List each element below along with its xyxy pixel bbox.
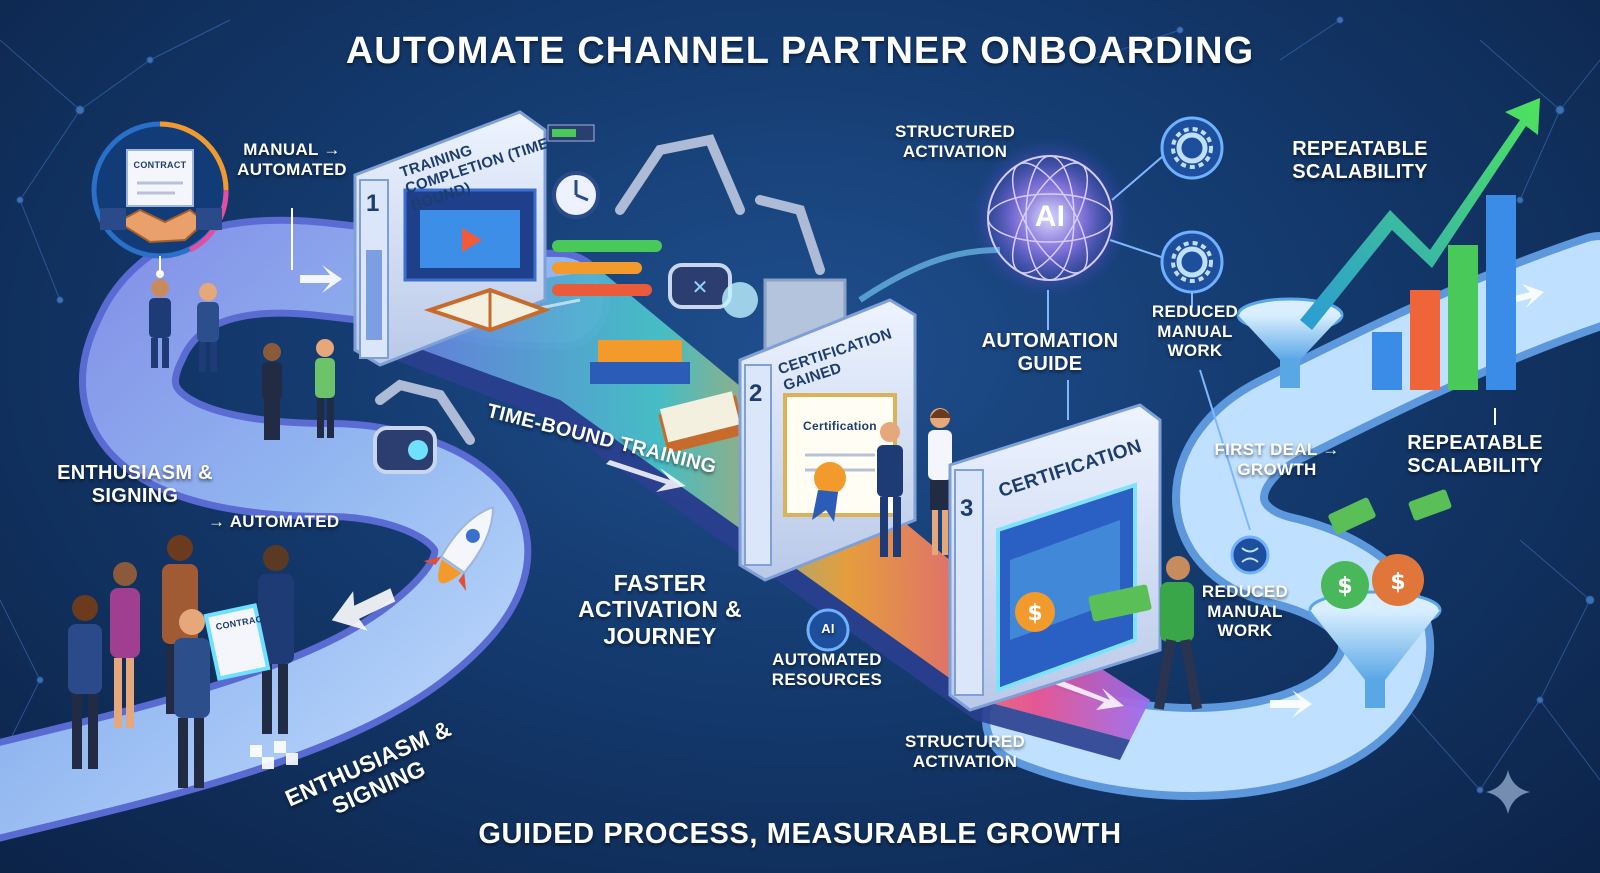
ai-small-icon <box>806 608 850 652</box>
gate-2 <box>738 298 917 582</box>
gate-2-number: 2 <box>749 380 763 407</box>
page-subtitle: GUIDED PROCESS, MEASURABLE GROWTH <box>478 818 1122 850</box>
ai-badge: AI <box>1034 200 1066 233</box>
gate-3: $ <box>948 403 1162 712</box>
repeatable-scalability-top-label: REPEATABLE SCALABILITY <box>1292 138 1428 183</box>
automation-guide-label: AUTOMATION GUIDE <box>981 330 1119 375</box>
sparkle-icon <box>1486 770 1530 814</box>
dollar-icon <box>1015 592 1055 632</box>
svg-text:✕: ✕ <box>692 275 709 299</box>
gear-icon <box>1160 230 1224 294</box>
faster-activation-label: FASTER ACTIVATION & JOURNEY <box>578 570 742 649</box>
partners-handshake <box>149 279 335 440</box>
structured-activation-bottom-label: STRUCTURED ACTIVATION <box>904 732 1026 771</box>
partner-with-cash <box>1088 556 1203 710</box>
ribbon-icon <box>814 462 846 494</box>
growth-bars <box>1372 195 1516 390</box>
repeatable-scalability-mid-label: REPEATABLE SCALABILITY <box>1407 432 1543 477</box>
svg-text:$: $ <box>1337 574 1352 599</box>
first-deal-growth-label: FIRST DEAL → GROWTH <box>1214 440 1340 479</box>
gate-1-number: 1 <box>366 190 380 217</box>
rocket-icon <box>423 505 494 591</box>
automated-resources-label: AUTOMATED RESOURCES <box>771 650 883 689</box>
money-funnel: $ $ <box>1308 489 1452 708</box>
manual-automated-label: MANUAL → AUTOMATED <box>237 140 347 179</box>
arrow-automated-label: → AUTOMATED <box>208 512 340 531</box>
training-props: ✕ <box>373 124 847 474</box>
play-icon <box>462 228 482 252</box>
contract-doc-text: CONTRACT <box>133 160 187 170</box>
small-ai-badge: AI <box>821 621 835 636</box>
reduced-manual-work-bottom-label: REDUCED MANUAL WORK <box>1201 582 1289 641</box>
reduced-manual-work-top-label: REDUCED MANUAL WORK <box>1151 302 1239 361</box>
handshake-badge <box>91 121 229 259</box>
dna-icon <box>1230 535 1270 575</box>
svg-text:$: $ <box>1027 601 1042 626</box>
partner-team <box>68 535 294 788</box>
network-background <box>0 16 1600 794</box>
ai-sphere <box>858 138 1171 420</box>
certificate-text: Certification <box>803 419 877 433</box>
page-title: AUTOMATE CHANNEL PARTNER ONBOARDING <box>345 30 1255 72</box>
enthusiasm-signing-label: ENTHUSIASM & SIGNING <box>57 462 213 507</box>
gear-icon <box>1160 116 1224 180</box>
svg-text:$: $ <box>1390 570 1405 595</box>
growth-arrow-icon <box>1300 98 1540 330</box>
gate-3-number: 3 <box>960 495 974 522</box>
celebrating-partners <box>877 408 952 557</box>
structured-activation-top-label: STRUCTURED ACTIVATION <box>894 122 1016 161</box>
